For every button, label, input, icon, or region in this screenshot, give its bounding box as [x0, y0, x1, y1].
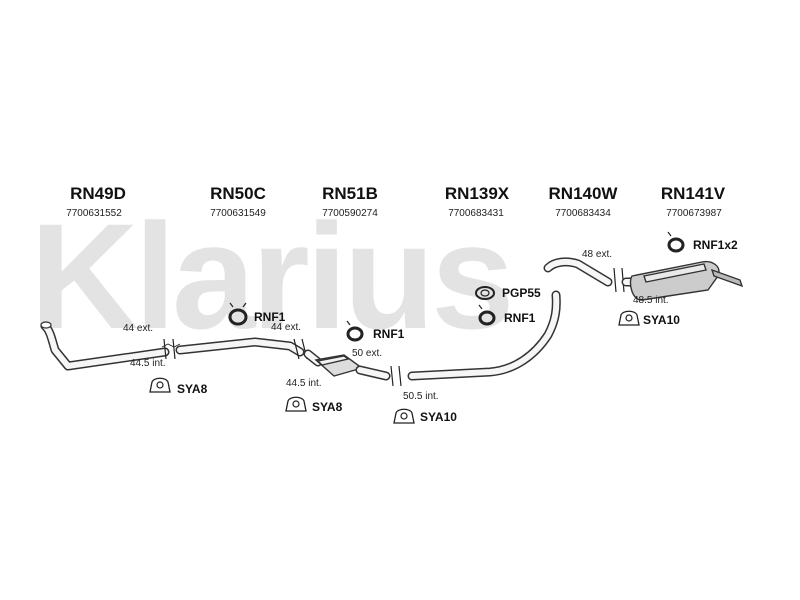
part-code-rn141v: RN141V: [661, 184, 726, 203]
part-number-rn50c: 7700631549: [210, 208, 266, 219]
dimension-label: 50 ext.: [352, 348, 382, 359]
dimension-label: 44.5 int.: [130, 358, 166, 369]
accessory-rnf1-c: RNF1: [478, 304, 536, 326]
accessory-label: RNF1x2: [693, 238, 738, 252]
accessory-sya10-b: SYA10: [618, 310, 680, 327]
accessory-rnf1-a: RNF1: [228, 302, 286, 326]
dimension-label: 44 ext.: [271, 322, 301, 333]
dimension-label: 48.5 int.: [633, 295, 669, 306]
accessory-label: PGP55: [502, 286, 541, 300]
part-number-rn140w: 7700683434: [555, 208, 611, 219]
dimension-label: 50.5 int.: [403, 391, 439, 402]
watermark-logo: Klarius: [30, 192, 511, 360]
rear-pipe-rn139x: [407, 290, 561, 381]
intermediate-pipe-rn140w: [543, 257, 613, 287]
accessory-label: SYA10: [643, 313, 680, 327]
accessory-label: SYA8: [177, 382, 208, 396]
accessory-label: SYA10: [420, 410, 457, 424]
part-code-rn140w: RN140W: [549, 184, 619, 203]
accessory-label: RNF1: [254, 310, 286, 324]
part-code-rn51b: RN51B: [322, 184, 378, 203]
part-number-rn141v: 7700673987: [666, 208, 722, 219]
accessory-label: RNF1: [373, 327, 405, 341]
accessory-pgp55: PGP55: [475, 286, 541, 300]
intermediate-pipe-rn50c: [175, 337, 305, 357]
front-pipe-rn49d: [40, 321, 170, 371]
accessory-label: SYA8: [312, 400, 343, 414]
centre-silencer-rn51b: [303, 349, 391, 381]
part-number-rn139x: 7700683431: [448, 208, 504, 219]
dimension-label: 44 ext.: [123, 323, 153, 334]
joint-3-marks: [390, 365, 402, 387]
accessory-sya10-a: SYA10: [393, 408, 457, 424]
accessory-rnf1x2: RNF1x2: [667, 231, 738, 253]
part-labels: RN49D 7700631552 RN50C 7700631549 RN51B …: [66, 184, 726, 219]
accessory-label: RNF1: [504, 311, 536, 325]
accessory-sya8-a: SYA8: [149, 377, 208, 396]
accessory-sya8-b: SYA8: [285, 396, 343, 414]
part-code-rn49d: RN49D: [70, 184, 126, 203]
joint-1-marks: [161, 338, 181, 360]
dimension-labels: 44 ext. 44.5 int. 44 ext. 44.5 int. 50 e…: [123, 249, 669, 402]
accessory-rnf1-b: RNF1: [346, 320, 405, 342]
part-code-rn139x: RN139X: [445, 184, 510, 203]
part-number-rn51b: 7700590274: [322, 208, 378, 219]
dimension-label: 44.5 int.: [286, 378, 322, 389]
rear-silencer-rn141v: [621, 260, 744, 301]
part-number-rn49d: 7700631552: [66, 208, 122, 219]
dimension-label: 48 ext.: [582, 249, 612, 260]
part-code-rn50c: RN50C: [210, 184, 266, 203]
